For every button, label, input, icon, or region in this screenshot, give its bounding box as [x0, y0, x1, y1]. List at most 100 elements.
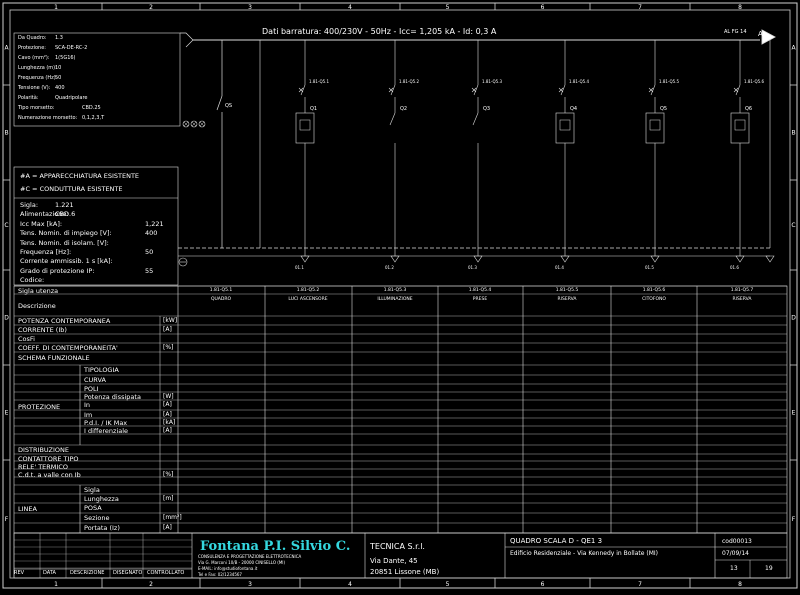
table-column-sigla: 1.81-Q5.6: [642, 288, 666, 293]
column-number-top: 7: [638, 4, 642, 11]
table-column-sigla: 1.81-Q5.1: [209, 288, 233, 293]
circuit-breaker-cross: [648, 87, 654, 93]
table-column-description: LUCI ASCENSORE: [288, 297, 328, 302]
column-number-bottom: 2: [149, 581, 153, 588]
supply-info-value: 1(5G16): [55, 55, 76, 61]
row-letter-left: B: [4, 130, 8, 137]
supply-info-label: Cavo (mm²):: [18, 55, 50, 61]
sheet-number: 13: [730, 565, 738, 572]
table-column-sigla: 1.81-Q5.2: [296, 288, 320, 293]
row-letter-left: D: [4, 315, 9, 322]
circuit-top-label: 1.81-Q5.5: [659, 79, 680, 84]
supply-info-label: Lunghezza (m):: [18, 65, 57, 71]
circuit-breaker-contact: [560, 84, 566, 96]
protezione-unit-label: [A]: [163, 427, 172, 434]
column-number-bottom: 3: [248, 581, 252, 588]
supply-info-label: Tipo morsetto:: [18, 105, 55, 111]
circuit-relay-symbol: [649, 119, 661, 131]
column-number-bottom: 8: [738, 581, 742, 588]
protezione-row-label: POLI: [84, 385, 99, 393]
linea-group-label: LINEA: [18, 505, 37, 513]
panel-info-value: 1,221: [145, 219, 164, 228]
panel-info-value: CBD.6: [55, 210, 76, 219]
circuit-switch-contact: [389, 112, 396, 126]
table-unit-label: [%]: [163, 344, 174, 351]
table-unit-label: [%]: [163, 471, 174, 478]
signal-lamp-icon: [198, 120, 206, 128]
sheet-total: 19: [765, 565, 773, 572]
table-row-label: POTENZA CONTEMPORANEA: [18, 317, 111, 325]
circuit-device-label: Q3: [483, 106, 491, 112]
panel-info-label: Corrente ammissib. 1 s [kA]:: [20, 257, 113, 266]
circuit-device-label: Q4: [570, 106, 578, 112]
column-number-bottom: 6: [541, 581, 545, 588]
panel-info-value: 400: [145, 229, 158, 238]
signal-lamp-icon: [190, 120, 198, 128]
column-number-bottom: 1: [54, 581, 58, 588]
row-letter-left: C: [4, 222, 8, 229]
circuit-breaker-contact: [735, 84, 741, 96]
row-letter-right: E: [792, 410, 796, 417]
table-column-sigla: 1.81-Q5.4: [468, 288, 492, 293]
protezione-row-label: Potenza dissipata: [84, 393, 141, 401]
circuit-bottom-label: 01.3: [468, 265, 477, 270]
table-column-sigla: 1.81-Q5.7: [730, 288, 754, 293]
panel-info-label: Grado di protezione IP:: [20, 266, 95, 275]
circuit-top-label: 1.81-Q5.4: [569, 79, 590, 84]
circuit-breaker-cross: [298, 87, 304, 93]
row-letter-right: F: [792, 516, 796, 523]
column-number-top: 5: [446, 4, 450, 11]
supply-info-value: 400: [55, 85, 65, 91]
circuit-device-label: Q5: [660, 106, 668, 112]
drawing-title: QUADRO SCALA D - QE1 3: [510, 537, 603, 545]
supply-info-label: Da Quadro:: [18, 35, 47, 41]
company-line-2: Via G. Marconi 10/B - 20000 CINISELLO (M…: [198, 560, 286, 565]
circuit-terminal-arrow: [473, 255, 483, 263]
busbar-end-letter: A: [758, 30, 763, 38]
table-row-label: CosFi: [18, 335, 35, 343]
signal-lamp-icon: [182, 120, 190, 128]
circuit-top-label: 1.81-Q5.1: [309, 79, 330, 84]
busbar-label: Dati barratura: 400/230V - 50Hz - Icc= 1…: [262, 27, 497, 36]
legend-existing-conduit: #C = CONDUTTURA ESISTENTE: [20, 185, 123, 193]
panel-info-value: 55: [145, 266, 154, 275]
column-number-top: 6: [541, 4, 545, 11]
column-number-bottom: 4: [348, 581, 352, 588]
table-row-label: C.d.t. a valle con Ib: [18, 471, 81, 479]
table-row-label: Descrizione: [18, 302, 56, 310]
rev-header-rev: REV: [14, 570, 25, 576]
panel-info-label: Codice:: [20, 276, 45, 285]
protezione-row-label: In: [84, 401, 91, 409]
panel-info-value: 50: [145, 248, 154, 256]
column-number-top: 4: [348, 4, 352, 11]
column-number-bottom: 7: [638, 581, 642, 588]
busbar-end-ref: AL FG 14: [724, 29, 747, 35]
circuit-protection-box: [295, 112, 315, 144]
panel-info-label: Frequenza [Hz]:: [20, 248, 72, 256]
drawing-subtitle: Edificio Residenziale - Via Kennedy in B…: [510, 550, 658, 557]
protezione-row-label: TIPOLOGIA: [84, 366, 119, 374]
panel-info-label: Alimentazione:: [20, 210, 69, 219]
circuit-terminal-arrow: [300, 255, 310, 263]
company-line-3: E-MAIL: info@studiofontana.it: [198, 566, 258, 571]
circuit-bottom-label: 01.6: [730, 265, 739, 270]
table-frame: [13, 285, 788, 534]
supply-info-value: 10: [55, 65, 62, 71]
drawing-date: 07/09/14: [722, 550, 749, 557]
protezione-unit-label: [W]: [163, 393, 174, 400]
table-row-label: COEFF. DI CONTEMPORANEITA': [18, 344, 118, 352]
circuit-bottom-label: 01.4: [555, 265, 564, 270]
table-unit-label: [A]: [163, 326, 172, 333]
supply-info-value: SCA-DE-RC-2: [55, 45, 88, 51]
table-row-label: RELE' TERMICO: [18, 463, 68, 471]
circuit-breaker-contact: [390, 84, 396, 96]
panel-info-value: 1.221: [55, 201, 74, 209]
circuit-device-label: Q6: [745, 106, 753, 112]
table-row-label: DISTRIBUZIONE: [18, 446, 70, 454]
table-column-description: PRESE: [472, 297, 488, 302]
incoming-feed-arrow: [180, 32, 194, 48]
protezione-row-label: Im: [84, 411, 93, 419]
